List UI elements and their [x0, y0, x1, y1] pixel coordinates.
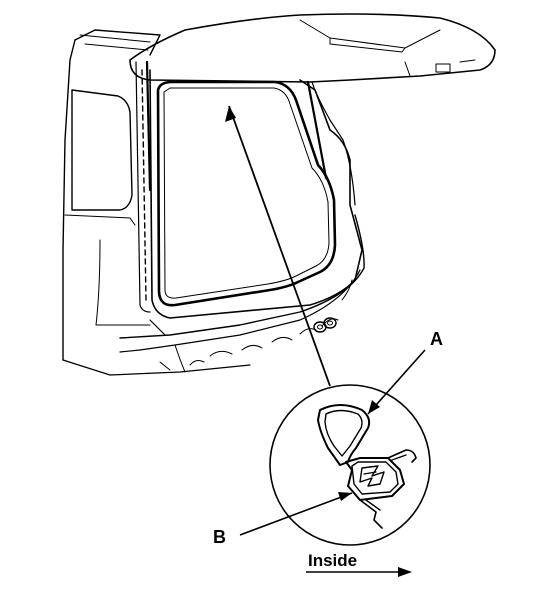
callout-b-label: B — [213, 527, 226, 547]
gas-strut-right — [306, 80, 328, 180]
detail-magnifier-circle — [269, 384, 431, 546]
callout-a-arrowhead — [368, 400, 380, 414]
inside-direction-label: Inside — [308, 551, 357, 570]
callout-b-leader — [239, 492, 353, 536]
callout-b-arrowhead — [338, 492, 352, 501]
seal-cross-section — [317, 404, 417, 529]
gas-strut-left — [145, 60, 152, 192]
tailgate-opening-frame — [149, 69, 363, 319]
callout-a-leader — [367, 349, 426, 415]
detail-leader-line — [228, 105, 331, 387]
open-liftgate — [129, 13, 496, 83]
exhaust-tips — [313, 317, 337, 333]
inside-direction-arrowhead — [398, 567, 412, 577]
detail-leader-arrowhead — [225, 106, 236, 122]
rear-side-window — [71, 89, 133, 211]
rear-bumper — [119, 214, 365, 373]
callout-a-label: A — [430, 329, 443, 349]
pillar-trim-dashed — [141, 69, 147, 301]
weatherstrip-seal — [156, 80, 337, 307]
